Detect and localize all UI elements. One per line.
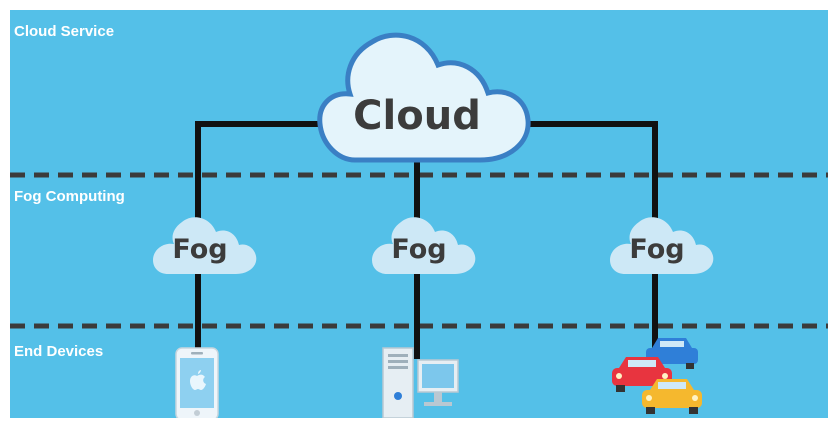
fog-label: Fog [172, 234, 227, 265]
fog-label: Fog [391, 234, 446, 265]
yellow-car-icon [642, 379, 702, 414]
cars-icon [612, 338, 702, 414]
fog-node-3: Fog [610, 217, 714, 274]
layer-label-fog-computing: Fog Computing [14, 188, 125, 205]
smartphone-icon [175, 347, 219, 418]
diagram-canvas: Cloud Fog Fog Fog [10, 32, 828, 418]
fog-label: Fog [629, 234, 684, 265]
link-cloud-fog-left [195, 121, 333, 249]
cloud-icon [317, 32, 531, 163]
fog-cloud-icon [610, 217, 714, 274]
fog-cloud-icon [153, 217, 257, 274]
layer-label-end-devices: End Devices [14, 343, 104, 360]
link-cloud-fog-right [523, 121, 658, 249]
fog-node-1: Fog [153, 217, 257, 274]
fog-cloud-icon [372, 217, 476, 274]
cloud-label: Cloud [353, 93, 481, 139]
desktop-computer-icon [382, 347, 459, 418]
fog-computing-diagram: Cloud Fog Fog Fog [10, 10, 828, 418]
layer-label-cloud-service: Cloud Service [14, 23, 115, 40]
apple-logo-icon [190, 370, 206, 390]
cloud-node: Cloud [317, 32, 531, 163]
fog-node-2: Fog [372, 217, 476, 274]
